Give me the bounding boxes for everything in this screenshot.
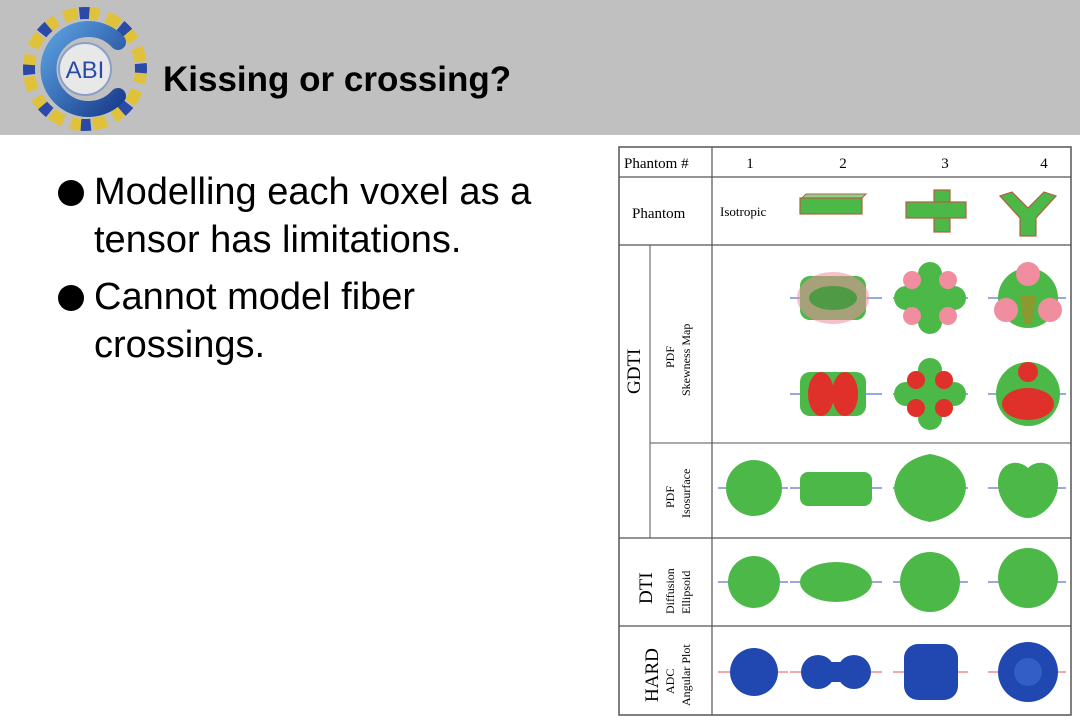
column-label: 2 (839, 156, 847, 172)
iso-shape-3 (893, 454, 968, 522)
phantom-row-label: Phantom (632, 206, 686, 222)
iso-shape-4 (988, 462, 1066, 518)
hard-shape-4 (988, 642, 1066, 702)
dti-shape-3 (893, 552, 968, 612)
hard-shape-3 (893, 644, 968, 700)
ellipsoid-label: Ellipsoid (679, 571, 693, 614)
slide-title: Kissing or crossing? (163, 60, 512, 99)
bullet-item: Cannot model fiber crossings. (58, 273, 578, 369)
iso-shape-1 (718, 460, 788, 516)
column-label: 3 (941, 156, 949, 172)
bullet-dot-icon (58, 180, 84, 206)
dti-shape-1 (718, 556, 788, 608)
diffusion-label: Diffusion (663, 568, 677, 614)
cabi-logo: ABI (23, 7, 147, 131)
bullet-list: Modelling each voxel as a tensor has lim… (58, 168, 578, 378)
hard-shape-1 (718, 648, 788, 696)
bullet-item: Modelling each voxel as a tensor has lim… (58, 168, 578, 264)
bullet-text: Cannot model fiber crossings. (94, 276, 416, 366)
bullet-dot-icon (58, 285, 84, 311)
skew-shape-4b (988, 362, 1066, 426)
adc-label: ADC (663, 669, 677, 694)
phantom-4-shape (998, 191, 1058, 237)
gdti-label: GDTI (624, 349, 645, 394)
column-label: 1 (746, 156, 754, 172)
hard-shape-2 (790, 655, 882, 689)
skew-shape-3b (893, 358, 968, 430)
skew-shape-4a (988, 262, 1066, 328)
column-label: 4 (1040, 156, 1048, 172)
header-label: Phantom # (624, 156, 689, 172)
skew-shape-3a (893, 262, 968, 334)
phantom-comparison-figure: Phantom # 1 2 3 4 Phantom Isotropic GDTI… (618, 146, 1072, 716)
slide-header: ABI Kissing or crossing? (0, 0, 1080, 135)
phantom-2-shape (799, 193, 868, 215)
isosurface-label: Isosurface (679, 469, 693, 518)
skewness-label: Skewness Map (679, 324, 693, 396)
angular-label: Angular Plot (679, 644, 693, 706)
bullet-text: Modelling each voxel as a tensor has lim… (94, 171, 532, 261)
phantom-3-shape (905, 189, 967, 233)
dti-label: DTI (636, 572, 657, 604)
skew-shape-2b (790, 372, 882, 416)
iso-shape-2 (790, 472, 882, 506)
pdf-skew-label: PDF (663, 346, 677, 368)
skew-shape-2a (790, 272, 882, 324)
hard-label: HARD (642, 648, 663, 702)
pdf-iso-label: PDF (663, 486, 677, 508)
dti-shape-4 (988, 548, 1066, 608)
dti-shape-2 (790, 562, 882, 602)
logo-text: ABI (66, 57, 105, 84)
isotropic-label: Isotropic (720, 204, 766, 219)
